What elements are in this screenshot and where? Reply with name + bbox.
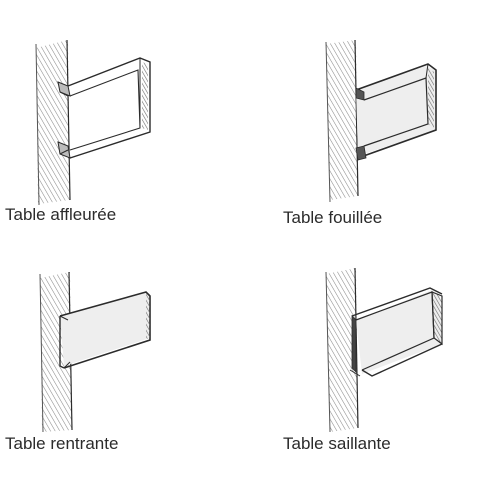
wall-left-edge bbox=[325, 271, 331, 433]
caption-table-fouillee: Table fouillée bbox=[283, 208, 383, 227]
block-front-fill bbox=[356, 290, 442, 374]
frame-shadow bbox=[142, 62, 148, 130]
caption-table-affleuree: Table affleurée bbox=[5, 205, 117, 224]
frame-inner bbox=[363, 77, 429, 147]
block-base-tick bbox=[349, 369, 361, 377]
sketch-table-saillante bbox=[325, 267, 443, 433]
frame-joints bbox=[59, 91, 69, 155]
sketch-table-affleuree bbox=[35, 39, 151, 206]
wall-hatching bbox=[40, 272, 72, 432]
block-wall-joint bbox=[351, 315, 357, 373]
wall-right-edge bbox=[354, 39, 359, 197]
block-bottom-edge bbox=[361, 343, 443, 377]
panel-fill bbox=[356, 66, 436, 156]
wall-hatching bbox=[326, 40, 358, 200]
panel-joints bbox=[59, 315, 71, 369]
wall-right-edge bbox=[66, 39, 71, 201]
frame-outer bbox=[67, 57, 151, 159]
wall-left-edge bbox=[325, 41, 331, 203]
frame-top-joint bbox=[355, 87, 365, 101]
caption-table-rentrante: Table rentrante bbox=[5, 434, 119, 453]
frame-shadow bbox=[428, 68, 434, 128]
wall-left-edge bbox=[35, 43, 40, 206]
frame-corner bbox=[425, 63, 429, 79]
wall-hatching bbox=[36, 40, 70, 204]
panel-left-edge bbox=[59, 316, 65, 369]
sketch-table-fouillee bbox=[325, 39, 437, 203]
panel-shadow bbox=[146, 294, 150, 340]
sketch-table-rentrante bbox=[39, 271, 151, 433]
block-top-edge bbox=[351, 287, 443, 317]
frame-inner bbox=[69, 69, 141, 151]
caption-table-saillante: Table saillante bbox=[283, 434, 391, 453]
block-side bbox=[431, 291, 443, 346]
wall-hatching bbox=[326, 268, 358, 432]
frame-outer bbox=[355, 63, 437, 159]
wall-left-edge bbox=[39, 273, 44, 433]
frame-bottom-joint bbox=[355, 145, 367, 161]
wall-right-edge bbox=[354, 267, 359, 429]
